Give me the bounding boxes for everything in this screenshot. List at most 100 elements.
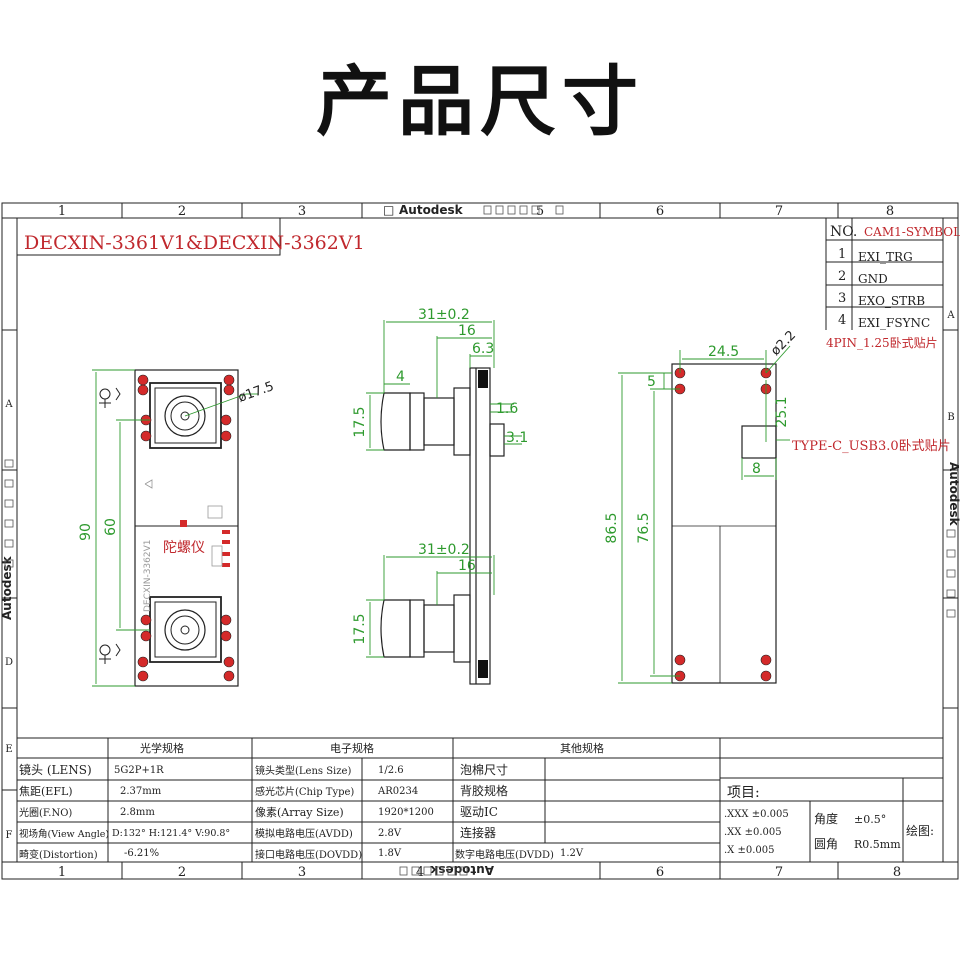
header-other: 其他规格 bbox=[560, 741, 604, 755]
connector-blocks bbox=[478, 370, 488, 678]
optical-value: -6.21% bbox=[124, 848, 159, 859]
col-label: 7 bbox=[775, 865, 783, 880]
pcb-edge bbox=[469, 367, 491, 685]
optical-value: D:132° H:121.4° V:90.8° bbox=[112, 828, 230, 839]
dim-back-hole: ø2.2 bbox=[768, 328, 799, 359]
other-label: 数字电路电压(DVDD) bbox=[455, 848, 554, 861]
electronic-value: 1/2.6 bbox=[378, 765, 404, 776]
row-label: A bbox=[946, 310, 955, 321]
pin-no: 4 bbox=[838, 313, 846, 328]
optical-value: 2.8mm bbox=[120, 807, 155, 818]
dim-bottom-depth: 16 bbox=[458, 558, 476, 574]
drawing-title-box: DECXIN-3361V1&DECXIN-3362V1 bbox=[17, 218, 365, 256]
pin-symbol: GND bbox=[858, 272, 888, 286]
fillet-value: R0.5mm bbox=[854, 838, 901, 851]
drawing-frame bbox=[1, 202, 959, 880]
pin-no: 1 bbox=[838, 247, 846, 262]
pin-no: 3 bbox=[838, 291, 846, 306]
electronic-label: 模拟电路电压(AVDD) bbox=[255, 827, 353, 840]
pin-header-symbol: CAM1-SYMBOL bbox=[864, 225, 960, 239]
row-label: A bbox=[4, 399, 13, 410]
col-label: 2 bbox=[178, 204, 186, 219]
usb-c-outline bbox=[741, 425, 777, 459]
optical-value: 2.37mm bbox=[120, 786, 162, 797]
pcb-silk: DECXIN-3362V1 bbox=[143, 540, 153, 613]
optical-label: 焦距(EFL) bbox=[19, 785, 73, 798]
col-label: 6 bbox=[656, 865, 664, 880]
back-dimension-lines bbox=[618, 345, 791, 684]
autodesk-logo: Autodesk bbox=[0, 555, 14, 620]
row-label: F bbox=[6, 830, 13, 841]
electronic-value: 1920*1200 bbox=[378, 807, 434, 818]
optical-label: 光圈(F.NO) bbox=[19, 806, 72, 819]
back-holes bbox=[674, 367, 772, 682]
dim-board-thick: 1.6 bbox=[496, 401, 518, 417]
other-label: 连接器 bbox=[460, 825, 496, 840]
dim-back-total: 86.5 bbox=[604, 512, 620, 543]
optical-label: 视场角(View Angle) bbox=[19, 828, 109, 840]
dim-height: 90 bbox=[78, 523, 94, 541]
pin-note: 4PIN_1.25卧式贴片 bbox=[826, 336, 938, 350]
dim-bottom-lens-height: 17.5 bbox=[352, 613, 368, 644]
col-label: 1 bbox=[58, 204, 66, 219]
header-optical: 光学规格 bbox=[140, 741, 184, 755]
electronic-value: AR0234 bbox=[377, 786, 418, 797]
pin-header-no: NO. bbox=[830, 224, 857, 240]
optical-value: 5G2P+1R bbox=[114, 765, 164, 776]
dim-hole: ø17.5 bbox=[236, 379, 276, 406]
side-dimension-lines bbox=[366, 320, 522, 658]
top-lens-module bbox=[149, 382, 222, 449]
pin-symbol: EXI_FSYNC bbox=[858, 316, 930, 330]
usb-label: TYPE-C_USB3.0卧式贴片 bbox=[792, 439, 951, 454]
pin-table-text: NO. CAM1-SYMBOL 1 EXI_TRG 2 GND 3 EXO_ST… bbox=[826, 224, 960, 350]
pin-symbol: EXO_STRB bbox=[858, 294, 925, 308]
angle-label: 角度 bbox=[814, 811, 838, 826]
column-labels-top: 1 2 3 5 6 7 8 bbox=[58, 204, 894, 219]
electronic-value: 2.8V bbox=[378, 828, 402, 839]
tolerance: .XXX ±0.005 bbox=[724, 809, 789, 820]
fillet-label: 圆角 bbox=[814, 837, 838, 851]
autodesk-logo: Autodesk bbox=[947, 462, 960, 527]
col-label: 2 bbox=[178, 865, 186, 880]
optical-label: 镜头 (LENS) bbox=[19, 762, 92, 777]
col-label: 6 bbox=[656, 204, 664, 219]
row-labels: A D E F A B bbox=[4, 310, 955, 841]
page-title: 产品尺寸 bbox=[316, 57, 644, 146]
column-labels-bottom: 1 2 3 4 6 7 8 bbox=[58, 865, 901, 880]
pcb-outline bbox=[134, 369, 239, 687]
small-components bbox=[180, 520, 230, 567]
mounting-holes bbox=[137, 374, 235, 682]
electronic-label: 接口电路电压(DOVDD) bbox=[255, 848, 362, 861]
drawing-title: DECXIN-3361V1&DECXIN-3362V1 bbox=[24, 232, 365, 254]
header-electronic: 电子规格 bbox=[330, 741, 374, 755]
bottom-lens-module bbox=[149, 596, 222, 663]
dim-lens-cap: 4 bbox=[396, 369, 405, 385]
dim-usb-thick: 3.1 bbox=[506, 430, 528, 446]
tolerance: .XX ±0.005 bbox=[724, 827, 782, 838]
col-label: 3 bbox=[298, 204, 306, 219]
other-label: 背胶规格 bbox=[460, 783, 508, 798]
project-label: 项目: bbox=[727, 785, 760, 801]
dim-top-board: 6.3 bbox=[472, 341, 494, 357]
usb-port bbox=[489, 423, 505, 457]
other-label: 泡棉尺寸 bbox=[460, 763, 508, 777]
dim-lens-height: 17.5 bbox=[352, 406, 368, 437]
dim-usb-w: 8 bbox=[752, 461, 761, 477]
dim-top-depth: 16 bbox=[458, 323, 476, 339]
dim-usb-y: 25.1 bbox=[774, 396, 790, 427]
dim-lens-spacing: 60 bbox=[103, 518, 119, 536]
other-value: 1.2V bbox=[560, 848, 584, 859]
pin-symbol: EXI_TRG bbox=[858, 250, 913, 264]
dim-back-hole-span: 76.5 bbox=[636, 512, 652, 543]
autodesk-logo: Autodesk bbox=[429, 863, 494, 877]
top-lens-cap bbox=[380, 392, 411, 451]
dim-back-width: 24.5 bbox=[708, 344, 739, 360]
back-pcb-outline bbox=[671, 363, 777, 684]
side-view: 31±0.2 16 6.3 4 17.5 1.6 3.1 31±0.2 16 1… bbox=[352, 307, 528, 685]
spec-table-text: 光学规格 电子规格 其他规格 镜头 (LENS) 5G2P+1R 焦距(EFL)… bbox=[19, 741, 934, 861]
other-label: 驱动IC bbox=[460, 805, 498, 819]
gyro-label: 陀螺仪 bbox=[163, 540, 205, 556]
bottom-lens-cap bbox=[380, 599, 411, 658]
col-label: 1 bbox=[58, 865, 66, 880]
